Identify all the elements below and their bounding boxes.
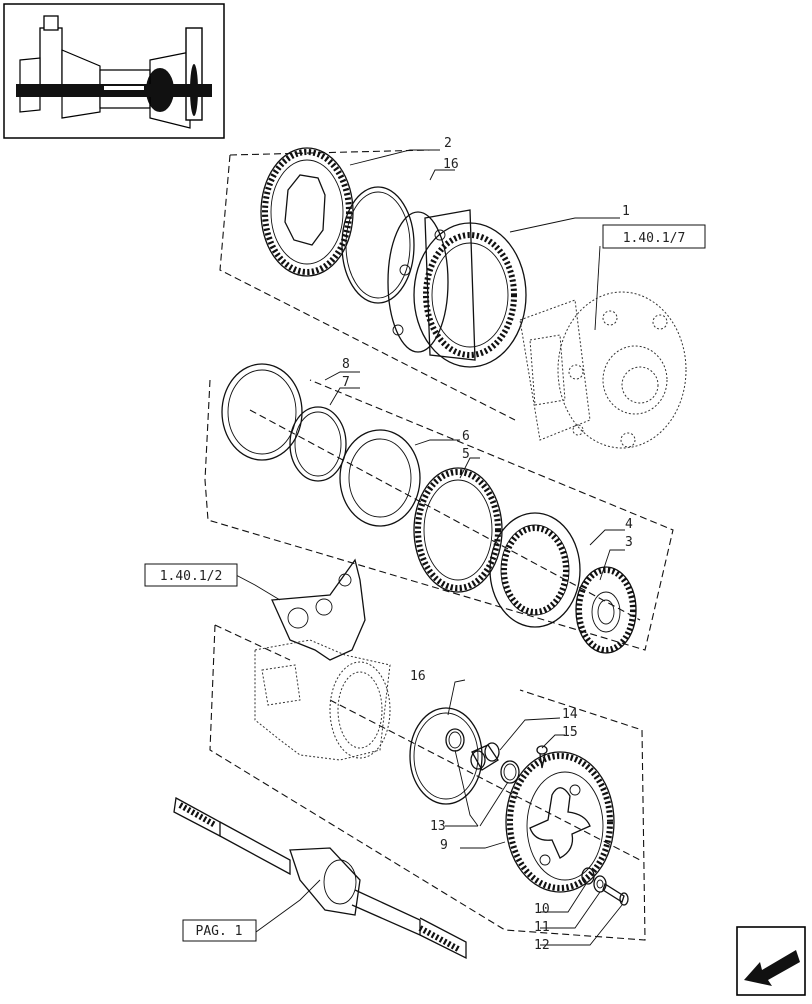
part-16-snap-ring-top [341,186,415,304]
reference-box-top[interactable]: 1.40.1/7 [602,224,706,249]
part-16-snap-ring-bottom [409,707,483,805]
axis-lines [249,409,641,861]
overview-thumbnail[interactable] [3,3,225,139]
hub-carrier-reference[interactable] [254,558,391,761]
callout-5: 5 [462,447,470,462]
callout-12: 12 [534,938,550,953]
part-14-pin [470,742,500,771]
part-5-friction-disc [413,467,503,593]
callout-7: 7 [342,375,350,390]
arrow-icon [744,950,800,986]
part-11-washer [593,875,607,893]
part-4-steel-disc [489,512,581,628]
part-8-washer [221,363,303,461]
part-2-gear-ring [260,147,354,277]
differential-housing-reference[interactable] [519,291,687,449]
callout-11: 11 [534,920,550,935]
reference-label-page: PAG. 1 [196,924,243,939]
callout-4: 4 [625,517,633,532]
part-12-bolt [602,883,629,906]
callout-9: 9 [440,838,448,853]
callout-16-top: 16 [443,157,459,172]
callout-16-bottom: 16 [410,669,426,684]
callout-10: 10 [534,902,550,917]
part-6-washer [339,429,421,527]
back-arrow-button[interactable] [736,926,806,996]
callout-13: 13 [430,819,446,834]
part-13-ring-a [445,728,465,752]
callout-1: 1 [622,204,630,219]
assembly-outline-middle [204,379,674,651]
axle-shaft-reference[interactable] [173,796,467,960]
part-3-sun-gear [575,566,637,654]
part-10-washer [581,867,595,885]
callout-2: 2 [444,136,452,151]
callout-8: 8 [342,357,350,372]
assembly-outline-top [219,149,516,421]
part-1-ring-gear [387,209,527,368]
callout-14: 14 [562,707,578,722]
part-9-planet-carrier [505,751,615,893]
callout-15: 15 [562,725,578,740]
reference-box-page[interactable]: PAG. 1 [182,919,257,942]
reference-box-mid[interactable]: 1.40.1/2 [144,563,238,587]
callout-3: 3 [625,535,633,550]
part-7-ring [289,406,347,482]
callout-labels: 2 16 1 8 7 6 5 4 3 16 14 15 13 9 10 11 1… [342,136,633,953]
reference-label-mid: 1.40.1/2 [160,569,223,584]
leader-lines [235,149,625,946]
reference-label-top: 1.40.1/7 [623,231,686,246]
part-13-ring-b [500,760,520,784]
assembly-outline-bottom [209,624,646,941]
callout-6: 6 [462,429,470,444]
